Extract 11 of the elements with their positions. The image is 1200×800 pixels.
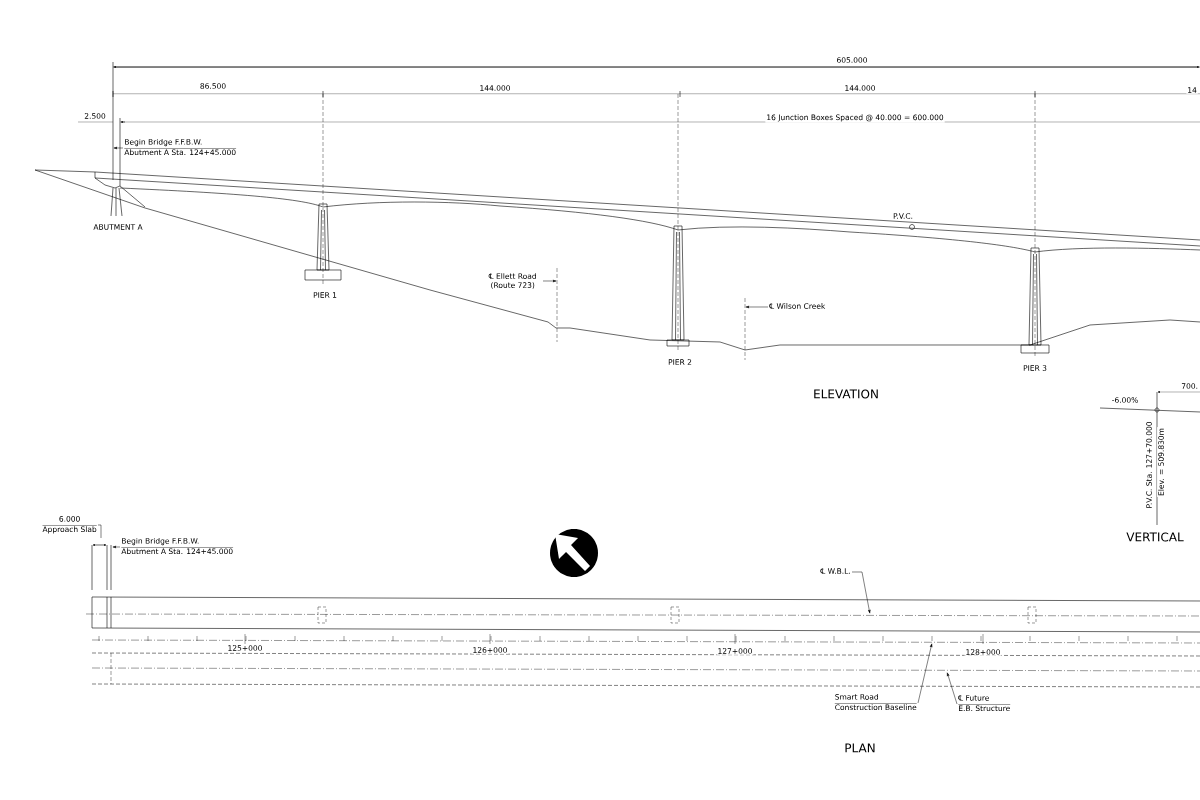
leader-line [745,305,769,309]
view-title: PLAN [843,742,877,754]
leader-line [851,571,871,614]
leader-line [917,643,933,704]
leader-line [947,672,958,705]
view-title: ELEVATION [812,388,880,400]
leader-line [113,146,124,150]
leader-line [542,279,557,283]
view-title: VERTICAL [1125,531,1185,543]
leader-line [97,524,102,539]
leader-line [112,545,121,549]
